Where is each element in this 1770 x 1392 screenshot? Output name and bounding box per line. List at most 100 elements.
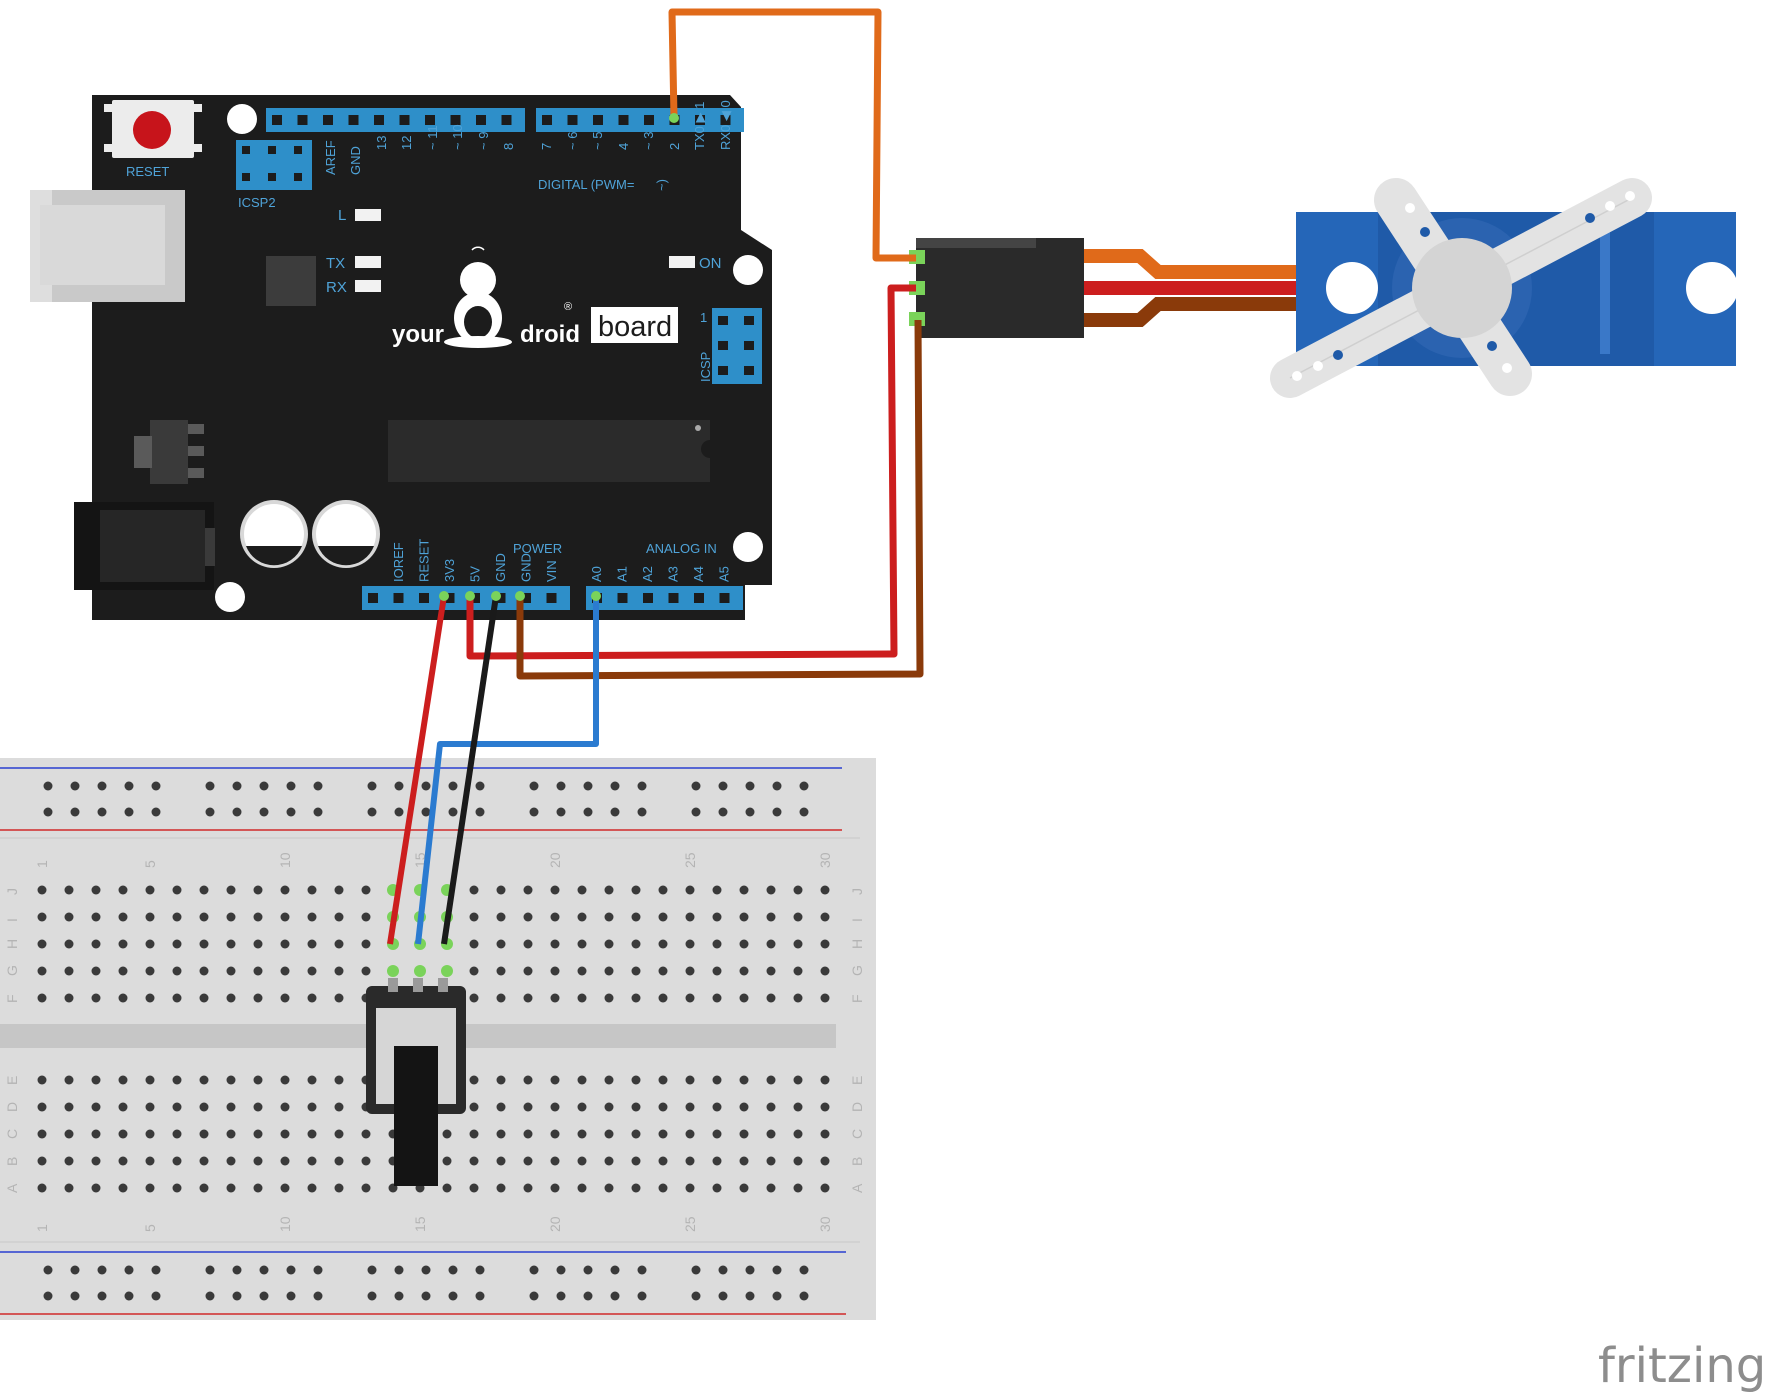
breadboard-hole — [43, 1265, 53, 1275]
row-letter: C — [849, 1129, 865, 1139]
breadboard-hole — [766, 993, 776, 1003]
pot-pin — [438, 978, 448, 992]
breadboard-hole — [610, 1291, 620, 1301]
breadboard-hole — [421, 781, 431, 791]
breadboard-hole — [604, 1156, 614, 1166]
header-pin — [368, 593, 378, 603]
breadboard-hole — [820, 885, 830, 895]
breadboard-hole — [118, 1183, 128, 1193]
breadboard-hole — [64, 1129, 74, 1139]
breadboard-hole — [334, 1075, 344, 1085]
icsp-label: ICSP — [698, 352, 713, 382]
breadboard-hole — [712, 885, 722, 895]
reset-button[interactable] — [104, 100, 202, 158]
row-letter: B — [4, 1157, 20, 1166]
header-pin — [668, 593, 679, 603]
header-pin — [643, 593, 653, 603]
breadboard-hole — [172, 1156, 182, 1166]
breadboard-hole — [313, 781, 323, 791]
breadboard-hole — [199, 966, 209, 976]
power-pin-label: 5V — [468, 566, 483, 582]
breadboard-hole — [361, 1156, 371, 1166]
breadboard-hole — [637, 807, 647, 817]
breadboard-hole — [226, 1129, 236, 1139]
breadboard-hole — [556, 781, 566, 791]
led-l — [355, 209, 381, 221]
breadboard-hole — [577, 1183, 587, 1193]
breadboard-hole — [691, 1265, 701, 1275]
breadboard-hole — [334, 966, 344, 976]
breadboard-hole — [37, 1156, 47, 1166]
power-pin-label: VIN — [544, 560, 559, 582]
header-pin — [542, 115, 552, 125]
breadboard-hole — [469, 993, 479, 1003]
breadboard-hole — [766, 912, 776, 922]
pot-shaft — [394, 1046, 438, 1186]
breadboard-hole — [793, 885, 803, 895]
breadboard-hole — [529, 1291, 539, 1301]
voltage-regulator — [134, 420, 204, 484]
breadboard-hole — [523, 1183, 533, 1193]
breadboard-hole — [124, 807, 134, 817]
breadboard-hole — [604, 1075, 614, 1085]
power-pin-label: GND — [519, 553, 534, 582]
servo-horn — [1270, 178, 1652, 398]
breadboard-hole — [334, 1102, 344, 1112]
digital-pin-label: ~ 9 — [476, 132, 491, 150]
breadboard-hole — [718, 781, 728, 791]
breadboard-hole — [631, 993, 641, 1003]
breadboard-hole — [793, 966, 803, 976]
breadboard-hole — [550, 966, 560, 976]
digital-pin-label: 4 — [616, 143, 631, 150]
breadboard-hole — [64, 1183, 74, 1193]
analog-header — [586, 586, 743, 610]
breadboard-hole — [172, 993, 182, 1003]
breadboard-hole — [64, 885, 74, 895]
breadboard-hole — [91, 1102, 101, 1112]
breadboard-hole — [64, 1156, 74, 1166]
breadboard-hole — [658, 1075, 668, 1085]
breadboard-hole — [259, 807, 269, 817]
breadboard-hole — [739, 885, 749, 895]
servo-mount-hole — [1686, 262, 1738, 314]
analog-pin-label: A0 — [589, 566, 604, 582]
icsp-pin1-label: 1 — [700, 310, 707, 325]
breadboard-hole — [523, 885, 533, 895]
breadboard-hole — [145, 1129, 155, 1139]
breadboard-hole — [286, 781, 296, 791]
header-pin — [694, 593, 704, 603]
breadboard-hole — [361, 939, 371, 949]
breadboard-hole — [820, 993, 830, 1003]
breadboard-hole — [496, 939, 506, 949]
breadboard-hole — [739, 1129, 749, 1139]
reset-button-cap[interactable] — [133, 111, 171, 149]
breadboard-hole — [523, 966, 533, 976]
breadboard-hole — [91, 1129, 101, 1139]
breadboard-hole — [583, 807, 593, 817]
breadboard-hole — [232, 1291, 242, 1301]
breadboard-hole — [469, 966, 479, 976]
breadboard-hole — [712, 1129, 722, 1139]
breadboard-hole — [631, 1075, 641, 1085]
breadboard-hole — [37, 885, 47, 895]
breadboard-hole — [118, 885, 128, 895]
breadboard-hole — [205, 1291, 215, 1301]
breadboard-hole — [253, 993, 263, 1003]
analog-label: ANALOG IN — [646, 541, 717, 556]
header-strip — [536, 108, 744, 132]
breadboard-hole — [361, 966, 371, 976]
breadboard-hole — [820, 1129, 830, 1139]
header-strip — [586, 586, 743, 610]
pot-pin — [413, 978, 423, 992]
board-pcb — [92, 95, 772, 620]
breadboard-hole — [226, 939, 236, 949]
breadboard-hole — [280, 966, 290, 976]
breadboard-hole — [37, 993, 47, 1003]
antenna-icon — [471, 246, 485, 251]
breadboard-hole — [685, 993, 695, 1003]
breadboard-holes — [37, 781, 830, 1301]
breadboard-hole — [367, 807, 377, 817]
digital-pin-label: 8 — [501, 143, 516, 150]
